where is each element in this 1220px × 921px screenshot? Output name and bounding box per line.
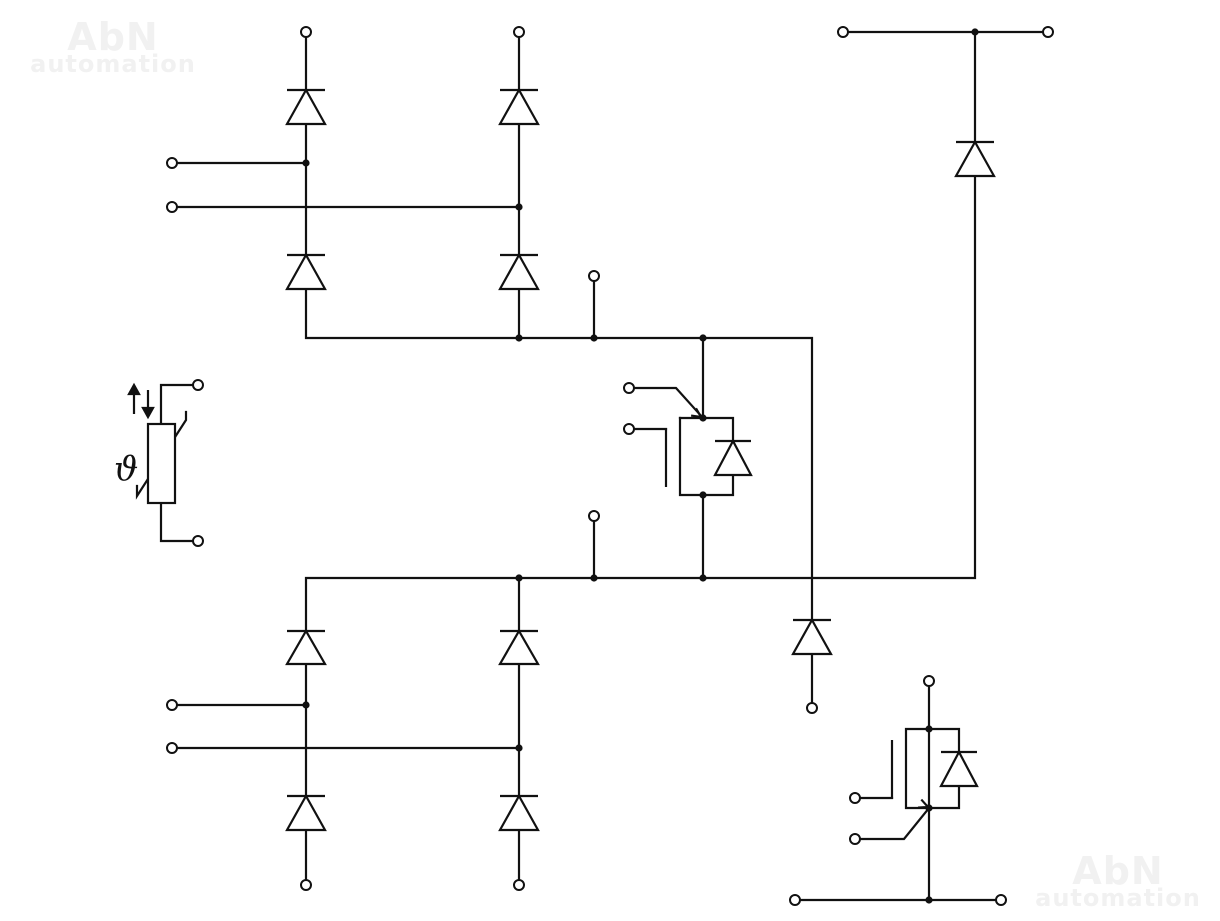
diode (498, 793, 540, 832)
junction-dots (302, 28, 979, 904)
diode-triangle (498, 793, 540, 832)
diode-triangle (498, 628, 540, 666)
diode (285, 628, 327, 666)
junction-dot (590, 334, 598, 342)
junction-dot (302, 701, 310, 709)
terminal (166, 157, 178, 169)
diode-triangle (498, 252, 540, 291)
junction-dot (699, 491, 707, 499)
diode-triangle (713, 438, 753, 477)
diode-triangle (285, 793, 327, 832)
wires (135, 30, 1050, 902)
terminal (513, 26, 525, 38)
junction-dot (699, 574, 707, 582)
diode (498, 87, 540, 126)
terminal (166, 742, 178, 754)
diode (954, 139, 996, 178)
terminal (849, 792, 861, 804)
watermark-line-1: AbN (67, 15, 159, 59)
terminal (849, 833, 861, 845)
terminal (513, 879, 525, 891)
diode-triangle (954, 139, 996, 178)
components (127, 87, 996, 832)
junction-dot (590, 574, 598, 582)
diode (498, 252, 540, 291)
wire (304, 30, 977, 887)
terminal (789, 894, 801, 906)
wire (678, 416, 705, 497)
terminal (192, 379, 204, 391)
wire (904, 727, 931, 810)
diode (285, 793, 327, 832)
diode (791, 617, 833, 656)
igbt-emitter-arrow (690, 407, 704, 419)
watermark-line-1: AbN (1072, 849, 1164, 893)
terminal (995, 894, 1007, 906)
diode-triangle (939, 749, 979, 788)
junction-dot (925, 804, 933, 812)
wire (304, 30, 814, 710)
diode (713, 438, 753, 477)
terminal (923, 675, 935, 687)
diode (939, 749, 979, 788)
watermark-line-2: automation (30, 50, 196, 78)
diode (498, 628, 540, 666)
terminal (300, 879, 312, 891)
junction-dot (302, 159, 310, 167)
junction-dot (925, 896, 933, 904)
wire (159, 383, 200, 426)
terminal (588, 510, 600, 522)
watermark-line-2: automation (1035, 884, 1201, 912)
diode-triangle (791, 617, 833, 656)
thermistor-body (146, 422, 177, 505)
junction-dot (971, 28, 979, 36)
thermistor-arrow-down-head (141, 406, 155, 420)
diode-triangle (285, 628, 327, 666)
diode (285, 87, 327, 126)
watermark-top-left: AbN automation (18, 18, 208, 76)
diode-triangle (285, 87, 327, 126)
terminal (166, 201, 178, 213)
junction-dot (699, 414, 707, 422)
wire (159, 501, 200, 543)
diode-triangle (285, 252, 327, 291)
junction-dot (699, 334, 707, 342)
diode (285, 252, 327, 291)
terminal (806, 702, 818, 714)
terminal (166, 699, 178, 711)
junction-dot (515, 574, 523, 582)
junction-dot (515, 203, 523, 211)
thermistor-symbol: ϑ (114, 449, 138, 489)
thermistor-arrow-up-head (127, 382, 141, 396)
wire (853, 806, 931, 841)
terminal (837, 26, 849, 38)
junction-dot (515, 334, 523, 342)
terminal (588, 270, 600, 282)
terminal (623, 423, 635, 435)
terminal (300, 26, 312, 38)
terminal (1042, 26, 1054, 38)
junction-dot (925, 725, 933, 733)
terminal (623, 382, 635, 394)
terminal (192, 535, 204, 547)
wire (627, 386, 705, 420)
junction-dot (515, 744, 523, 752)
diode-triangle (498, 87, 540, 126)
terminals (166, 26, 1054, 906)
watermark-bottom-right: AbN automation (1022, 852, 1214, 910)
